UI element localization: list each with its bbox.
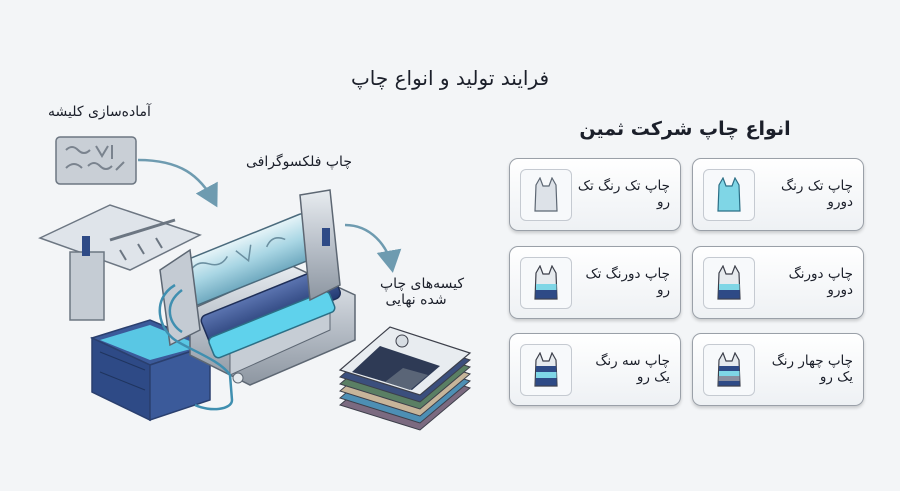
flexographic-press	[158, 189, 356, 411]
arrow-press-to-bags	[344, 223, 402, 273]
print-types-title: انواع چاپ شرکت ثمین	[579, 118, 791, 140]
final-bags-label-line1: کیسه‌های چاپ	[380, 276, 465, 292]
ink-tray	[89, 319, 213, 422]
print-type-label: چاپ دورنگ تک رو	[585, 266, 670, 298]
bag-cyan-icon	[703, 169, 755, 221]
page-title: فرایند تولید و انواع چاپ	[350, 66, 550, 90]
print-type-card-1: چاپ تک رنگ تک رو	[509, 158, 681, 231]
bag-four-color-icon	[703, 344, 755, 396]
bag-three-color-icon	[520, 344, 572, 396]
plate-prep-label: آماده‌سازی کلیشه	[48, 104, 151, 120]
flexo-print-label: چاپ فلکسوگرافی	[246, 154, 352, 170]
print-type-label: چاپ تک رنگ تک رو	[577, 178, 670, 210]
final-bags-label-line2: شده نهایی	[385, 292, 447, 308]
print-type-label: چاپ تک رنگ دورو	[781, 178, 853, 210]
production-process-illustration	[38, 136, 472, 431]
print-type-card-4: چاپ چهار رنگ یک رو	[692, 333, 864, 406]
print-type-card-0: چاپ تک رنگ دورو	[692, 158, 864, 231]
final-bags-label: کیسه‌های چاپ شده نهایی	[380, 276, 464, 308]
feed-table	[38, 204, 202, 321]
arrow-plate-to-press	[137, 158, 218, 208]
print-type-label: چاپ دورنگ دورو	[788, 266, 853, 298]
print-type-card-3: چاپ دورنگ تک رو	[509, 246, 681, 319]
print-type-card-2: چاپ دورنگ دورو	[692, 246, 864, 319]
bag-two-color-icon	[703, 257, 755, 309]
bag-two-color-icon	[520, 257, 572, 309]
print-type-label: چاپ چهار رنگ یک رو	[771, 353, 853, 385]
bag-gray-icon	[520, 169, 572, 221]
print-type-card-5: چاپ سه رنگ یک رو	[509, 333, 681, 406]
print-type-label: چاپ سه رنگ یک رو	[595, 353, 670, 385]
printing-plate-icon	[55, 136, 137, 185]
printed-bags-stack	[338, 326, 472, 431]
